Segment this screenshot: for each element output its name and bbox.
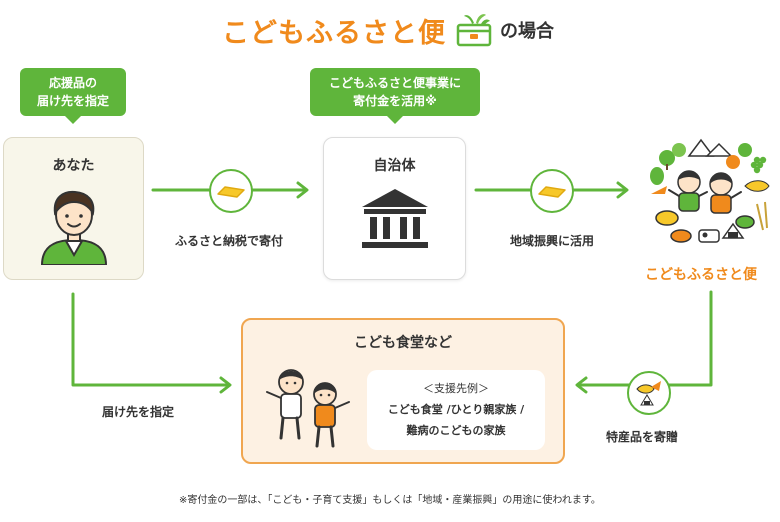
you-title: あなた [52, 158, 95, 174]
footnote: ※寄付金の一部は、「こども・子育て支援」もしくは「地域・産業振興」の用途に使われ… [179, 495, 601, 506]
you-card: あなた [3, 137, 144, 280]
person-icon [40, 190, 107, 265]
bowl-icon [655, 210, 679, 226]
vegetable-box-icon [456, 14, 492, 47]
bowl-icon [670, 229, 692, 243]
cafeteria-box: こども食堂など ＜支援先例＞ こども食堂 /ひとり親家族 / 難病のこどもの家族 [241, 318, 565, 464]
label-gift: 特産品を寄贈 [606, 430, 679, 444]
callout-specify-destination: 応援品の 届け先を指定 [20, 68, 126, 124]
support-line: 難病のこどもの家族 [406, 424, 506, 437]
callout-line: こどもふるさと便事業に [328, 76, 461, 90]
government-title: 自治体 [373, 158, 416, 174]
brand-title: こどもふるさと便 [222, 17, 446, 49]
tree-icon [738, 143, 752, 157]
callout-line: 寄付金を活用※ [353, 94, 437, 108]
cafeteria-title: こども食堂など [354, 335, 452, 351]
gift-circle [627, 371, 671, 415]
support-line: こども食堂 /ひとり親家族 / [387, 403, 525, 416]
wheat-icon [756, 203, 764, 231]
cow-icon [698, 229, 720, 243]
government-building-icon [361, 189, 428, 248]
callout-use-donation: こどもふるさと便事業に 寄付金を活用※ [310, 68, 480, 124]
support-heading: ＜支援先例＞ [423, 382, 489, 395]
tree-icon [659, 150, 675, 166]
coin-circle-donate [209, 169, 253, 213]
brand-illustration [650, 138, 770, 243]
callout-line: 届け先を指定 [36, 94, 109, 108]
title-suffix: の場合 [500, 21, 554, 42]
yen-coin-icon [217, 186, 245, 198]
tree-icon [672, 143, 686, 157]
label-specify: 届け先を指定 [102, 405, 175, 419]
child-body-icon [710, 194, 732, 214]
grapes-icon [750, 156, 767, 174]
coin-circle-regional [530, 169, 574, 213]
label-regional: 地域振興に活用 [510, 234, 595, 248]
persimmon-icon [726, 155, 740, 169]
support-examples-box: ＜支援先例＞ こども食堂 /ひとり親家族 / 難病のこどもの家族 [367, 370, 545, 450]
produce-icon [636, 381, 661, 406]
callout-line: 応援品の [48, 76, 97, 90]
arrow-gift [576, 290, 713, 387]
yen-coin-icon [538, 186, 566, 198]
child-body-icon [678, 192, 700, 212]
diagram-title: こどもふるさと便 の場合 [222, 10, 554, 50]
arrow-specify [71, 292, 231, 387]
children-illustration [266, 369, 350, 448]
fish-icon [744, 180, 770, 192]
vegetable-icon [650, 167, 664, 185]
government-card: 自治体 [323, 137, 466, 280]
brand-logo-text: こどもふるさと便 [645, 267, 757, 283]
bowl-icon [735, 215, 755, 229]
carrot-icon [651, 186, 667, 194]
label-donate: ふるさと納税で寄付 [175, 234, 284, 248]
